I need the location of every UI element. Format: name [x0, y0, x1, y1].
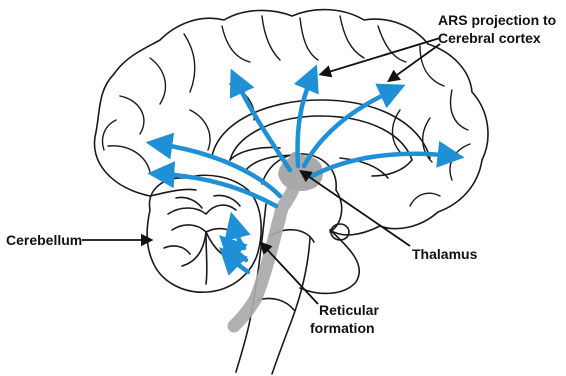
label-cerebellum: Cerebellum: [6, 232, 82, 249]
pointer-ars-2: [390, 44, 440, 80]
label-ars-projection-line1: ARS projection to: [438, 12, 556, 29]
label-ars-projection-line2: Cerebral cortex: [438, 30, 541, 47]
projection-arrow-2: [158, 144, 280, 196]
label-reticular-line2: formation: [310, 320, 375, 337]
projection-arrow-7: [234, 224, 244, 248]
projection-arrow-3: [236, 80, 290, 170]
label-thalamus: Thalamus: [412, 246, 477, 263]
label-reticular-line1: Reticular: [319, 302, 379, 319]
